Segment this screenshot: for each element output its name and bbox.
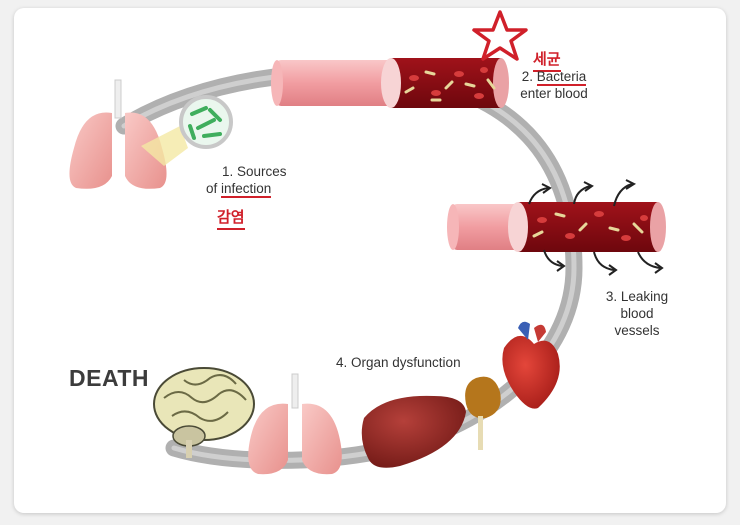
lungs-icon-bottom (248, 373, 342, 475)
bacteria-magnifier-icon (179, 95, 233, 149)
leak-arrow-icon (528, 179, 664, 276)
infection-keyword: infection (221, 181, 272, 198)
leaking-vessel-icon (447, 202, 666, 252)
step1-line2-prefix: of (206, 181, 222, 196)
kidney-icon (465, 376, 501, 450)
heart-icon (502, 321, 560, 409)
step1-line1: 1. Sources (222, 164, 287, 179)
step3-line2: blood (620, 306, 654, 321)
diagram-card: 1. Sources of infection 감염 세균 2. Bacteri… (14, 8, 726, 513)
infection-korean-annotation: 감염 (217, 206, 245, 230)
blood-vessel-icon (271, 58, 509, 108)
step2-label: 2. Bacteria enter blood (504, 68, 604, 102)
bacteria-keyword: Bacteria (536, 69, 587, 86)
bacteria-korean-annotation: 세균 (533, 48, 561, 72)
step3-label: 3. Leaking blood vessels (597, 288, 677, 339)
step3-line3: vessels (614, 323, 660, 338)
step4-label: 4. Organ dysfunction (336, 355, 461, 370)
liver-icon (361, 395, 466, 468)
death-label: DEATH (69, 365, 150, 391)
step2-prefix: 2. (521, 69, 537, 84)
lungs-icon (69, 79, 188, 189)
step3-line1: 3. Leaking (605, 289, 669, 304)
brain-icon (153, 367, 255, 458)
star-icon (472, 10, 528, 61)
sepsis-cycle-illustration (69, 10, 666, 475)
step1-label: 1. Sources of infection (206, 163, 316, 198)
step2-line2: enter blood (520, 86, 588, 101)
